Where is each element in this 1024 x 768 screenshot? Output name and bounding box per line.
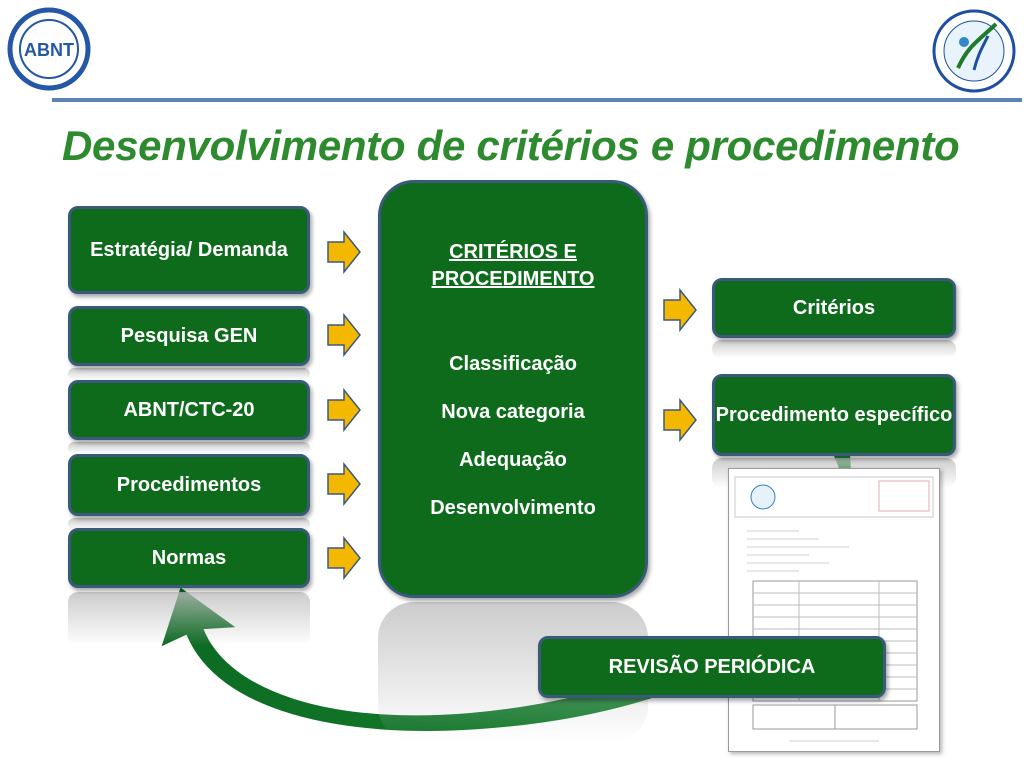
qualidade-abnt-ambiental-logo <box>932 9 1016 93</box>
arrow-right-icon <box>327 230 361 274</box>
document-thumbnail <box>728 468 940 752</box>
center-item: Desenvolvimento <box>430 497 596 519</box>
input-box-estrategia: Estratégia/ Demanda <box>68 206 310 294</box>
review-label: REVISÃO PERIÓDICA <box>608 656 816 678</box>
arrow-right-icon <box>327 536 361 580</box>
input-box-normas: Normas <box>68 528 310 588</box>
arrow-right-icon <box>327 313 361 357</box>
input-label: ABNT/CTC-20 <box>123 399 255 421</box>
arrow-right-icon <box>663 398 697 442</box>
input-box-procedimentos: Procedimentos <box>68 454 310 516</box>
header-rule <box>52 98 1022 102</box>
output-label: Procedimento específico <box>715 404 953 426</box>
slide-title: Desenvolvimento de critérios e procedime… <box>62 122 960 169</box>
center-item: Classificação <box>449 353 577 375</box>
abnt-certificadora-logo: ABNT <box>7 7 91 91</box>
input-box-pesquisa-gen: Pesquisa GEN <box>68 306 310 366</box>
abnt-logo-text: ABNT <box>24 40 74 60</box>
arrow-right-icon <box>327 388 361 432</box>
input-label: Procedimentos <box>116 474 262 496</box>
output-box-criterios: Critérios <box>712 278 956 338</box>
arrow-right-icon <box>663 288 697 332</box>
center-heading: CRITÉRIOS E PROCEDIMENTO <box>431 241 595 290</box>
input-label: Pesquisa GEN <box>120 325 258 347</box>
input-label: Normas <box>151 547 227 569</box>
criteria-procedure-box: CRITÉRIOS E PROCEDIMENTO Classificação N… <box>378 180 648 598</box>
output-box-procedimento-especifico: Procedimento específico <box>712 374 956 456</box>
center-item: Nova categoria <box>441 401 585 423</box>
output-label: Critérios <box>792 297 876 319</box>
input-box-abnt-ctc-20: ABNT/CTC-20 <box>68 380 310 440</box>
periodic-review-box: REVISÃO PERIÓDICA <box>538 636 886 698</box>
center-item: Adequação <box>459 449 567 471</box>
arrow-right-icon <box>327 462 361 506</box>
input-label: Estratégia/ Demanda <box>90 239 288 261</box>
